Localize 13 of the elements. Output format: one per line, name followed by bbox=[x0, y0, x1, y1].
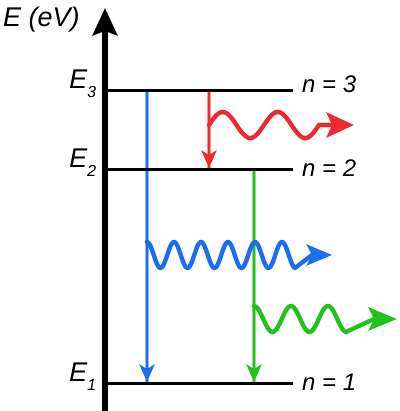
energy-level-line bbox=[105, 89, 293, 92]
transition-arrow bbox=[246, 171, 262, 382]
transition-arrow bbox=[139, 92, 155, 382]
quantum-number-label: n = 3 bbox=[302, 73, 356, 97]
transition-arrow bbox=[201, 92, 217, 168]
energy-level-label: E$_{3}$ bbox=[69, 66, 96, 102]
quantum-number-label: n = 1 bbox=[302, 371, 356, 395]
quantum-number-label: n = 2 bbox=[302, 157, 356, 181]
energy-level-line bbox=[105, 382, 293, 385]
energy-level-label: E$_{2}$ bbox=[69, 145, 96, 181]
energy-level-line bbox=[105, 168, 293, 171]
axis-label: E (eV) bbox=[3, 4, 80, 31]
energy-level-label: E$_{1}$ bbox=[69, 359, 96, 395]
